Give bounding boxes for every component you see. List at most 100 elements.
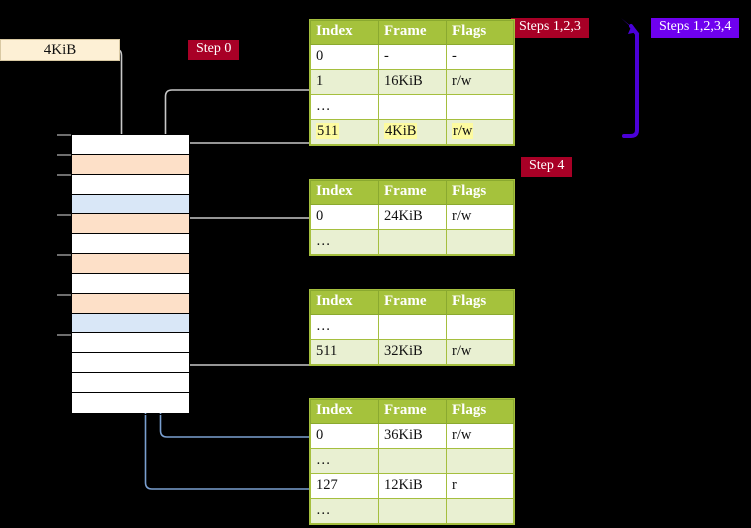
table-cell: 127 xyxy=(310,473,379,499)
table-cell xyxy=(378,229,447,255)
table-cell: r/w xyxy=(446,119,514,145)
size-legend-box: 4KiB xyxy=(0,39,120,61)
column-header-frame: Frame xyxy=(378,399,447,424)
memory-frame-row xyxy=(72,273,189,294)
size-legend-label: 4KiB xyxy=(43,41,77,58)
memory-tick xyxy=(57,294,71,296)
column-header-flags: Flags xyxy=(446,20,514,45)
table-cell: 24KiB xyxy=(378,204,447,230)
badge-steps-1-2-3-label: Steps 1,2,3 xyxy=(519,19,581,34)
memory-frame-row xyxy=(72,174,189,195)
badge-steps-1-2-3: Steps 1,2,3 xyxy=(511,18,589,38)
memory-frame-row xyxy=(72,234,189,255)
memory-tick xyxy=(57,254,71,256)
column-header-flags: Flags xyxy=(446,180,514,205)
table-cell: r xyxy=(446,473,514,499)
badge-step-4: Step 4 xyxy=(521,157,573,177)
badge-step-0: Step 0 xyxy=(188,40,240,60)
highlighted-value: 511 xyxy=(316,122,340,139)
memory-tick xyxy=(57,214,71,216)
column-header-index: Index xyxy=(310,399,379,424)
column-header-frame: Frame xyxy=(378,20,447,45)
table-row: 0-- xyxy=(310,44,514,70)
table-cell: r/w xyxy=(446,69,514,95)
memory-frame-row xyxy=(72,333,189,354)
table-row: 511 4KiB r/w xyxy=(310,119,514,145)
table-cell: r/w xyxy=(446,204,514,230)
table-cell: 4KiB xyxy=(378,119,447,145)
memory-frame-row xyxy=(72,194,189,215)
wire-table2-row0-to-memory xyxy=(175,217,312,261)
column-header-index: Index xyxy=(310,20,379,45)
table-cell: 0 xyxy=(310,423,379,449)
table-cell xyxy=(446,314,514,340)
physical-memory-column xyxy=(71,134,190,415)
table-row: … xyxy=(310,314,514,340)
memory-frame-row xyxy=(72,313,189,334)
table-cell: 16KiB xyxy=(378,69,447,95)
table-cell xyxy=(446,229,514,255)
memory-frame-row xyxy=(72,214,189,235)
table-cell: 511 xyxy=(310,119,379,145)
table-cell xyxy=(378,314,447,340)
column-header-frame: Frame xyxy=(378,290,447,315)
table-cell: - xyxy=(378,44,447,70)
wire-table3-row511-to-memory xyxy=(175,296,312,366)
table-row: … xyxy=(310,498,514,524)
table-cell: - xyxy=(446,44,514,70)
badge-step-4-label: Step 4 xyxy=(529,158,565,173)
table-cell xyxy=(446,498,514,524)
column-header-flags: Flags xyxy=(446,399,514,424)
memory-frame-row xyxy=(72,353,189,374)
column-header-frame: Frame xyxy=(378,180,447,205)
table-cell: … xyxy=(310,498,379,524)
memory-frame-row xyxy=(72,373,189,393)
column-header-flags: Flags xyxy=(446,290,514,315)
column-header-index: Index xyxy=(310,290,379,315)
table-cell: 12KiB xyxy=(378,473,447,499)
highlighted-value: r/w xyxy=(452,122,474,139)
table-cell: … xyxy=(310,94,379,120)
memory-frame-row xyxy=(72,254,189,274)
table-cell: 36KiB xyxy=(378,423,447,449)
table-row: … xyxy=(310,94,514,120)
table-cell: r/w xyxy=(446,339,514,365)
table-cell xyxy=(446,448,514,474)
table-cell: 1 xyxy=(310,69,379,95)
table-cell: … xyxy=(310,448,379,474)
table-cell: 0 xyxy=(310,204,379,230)
memory-tick xyxy=(57,134,71,136)
table-cell: … xyxy=(310,229,379,255)
table-cell xyxy=(378,498,447,524)
badge-steps-1-2-3-4: Steps 1,2,3,4 xyxy=(651,18,740,38)
table-cell: 32KiB xyxy=(378,339,447,365)
memory-frame-row xyxy=(72,293,189,314)
memory-frame-row xyxy=(72,135,189,155)
memory-tick xyxy=(57,154,71,156)
table-cell xyxy=(446,94,514,120)
memory-frame-row xyxy=(72,392,189,413)
table-cell: r/w xyxy=(446,423,514,449)
memory-tick xyxy=(57,174,71,176)
table-cell: 0 xyxy=(310,44,379,70)
badge-step-0-label: Step 0 xyxy=(196,41,232,56)
table-row: … xyxy=(310,229,514,255)
table-cell: 511 xyxy=(310,339,379,365)
memory-tick xyxy=(57,334,71,336)
badge-steps-1-2-3-4-label: Steps 1,2,3,4 xyxy=(659,19,732,34)
table-cell xyxy=(378,94,447,120)
table-row: … xyxy=(310,448,514,474)
wire-violet-bracket xyxy=(621,18,639,138)
table-cell xyxy=(378,448,447,474)
highlighted-value: 4KiB xyxy=(384,122,418,139)
